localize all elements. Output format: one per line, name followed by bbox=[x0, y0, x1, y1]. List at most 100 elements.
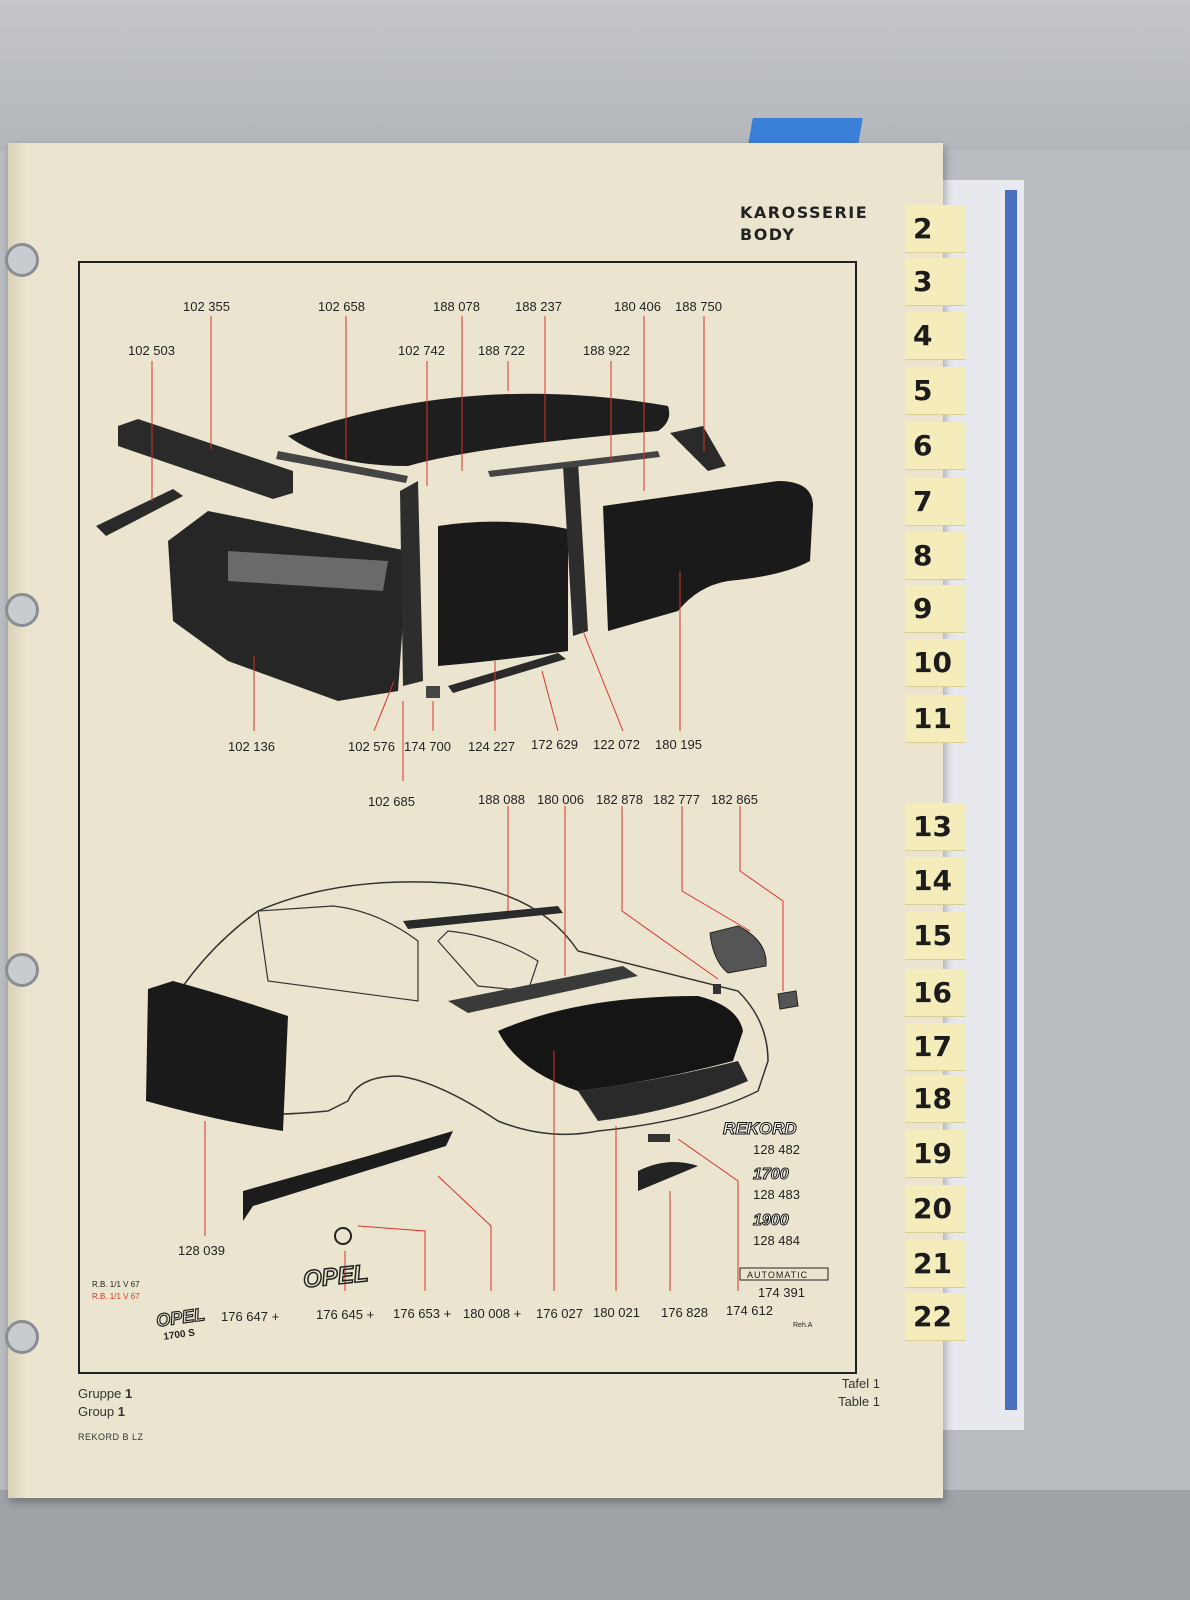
index-tab-10[interactable]: 10 bbox=[905, 639, 965, 687]
exploded-body-diagram: 102 355 102 658 188 078 188 237 180 406 … bbox=[92, 299, 829, 1343]
gruppe-number: 1 bbox=[125, 1386, 133, 1401]
part-number-label: 176 653 + bbox=[393, 1306, 451, 1321]
a-pillar bbox=[400, 481, 423, 686]
emblem-screw bbox=[648, 1134, 670, 1142]
bulkhead-vents bbox=[228, 551, 388, 591]
index-tab-11[interactable]: 11 bbox=[905, 695, 965, 743]
index-tab-13[interactable]: 13 bbox=[905, 803, 965, 851]
part-number-label: 188 750 bbox=[675, 299, 722, 314]
part-number-label: 128 483 bbox=[753, 1187, 800, 1202]
leader-lines bbox=[151, 316, 784, 1291]
automatic-emblem: AUTOMATIC bbox=[747, 1270, 808, 1280]
rocker-sill bbox=[448, 653, 566, 693]
binder-ring-hole bbox=[5, 593, 39, 627]
front-door-skin bbox=[438, 521, 568, 666]
table-footer: Tafel 1 Table 1 bbox=[810, 1375, 880, 1411]
model-code: REKORD B LZ bbox=[78, 1432, 144, 1442]
binder-ring-hole bbox=[5, 243, 39, 277]
part-number-label: 188 078 bbox=[433, 299, 480, 314]
leader-line bbox=[541, 670, 559, 732]
part-number-label: 188 922 bbox=[583, 343, 630, 358]
round-badge bbox=[334, 1227, 352, 1245]
front-door-panel bbox=[146, 981, 288, 1131]
table-label: Table 1 bbox=[838, 1394, 880, 1409]
leader-line bbox=[739, 806, 784, 991]
leader-line bbox=[621, 806, 719, 980]
index-tab-18[interactable]: 18 bbox=[905, 1075, 965, 1123]
part-number-label: 128 482 bbox=[753, 1142, 800, 1157]
index-tab-15[interactable]: 15 bbox=[905, 912, 965, 960]
part-number-label: 174 612 bbox=[726, 1303, 773, 1318]
index-tab-8[interactable]: 8 bbox=[905, 532, 965, 580]
leader-line bbox=[437, 1175, 492, 1291]
part-number-label: 102 658 bbox=[318, 299, 365, 314]
index-tab-5[interactable]: 5 bbox=[905, 367, 965, 415]
b-pillar bbox=[563, 461, 588, 636]
index-tab-19[interactable]: 19 bbox=[905, 1130, 965, 1178]
windshield-header bbox=[276, 451, 408, 483]
part-number-label: 180 008 + bbox=[463, 1306, 521, 1321]
leader-line bbox=[357, 1225, 426, 1291]
leader-line bbox=[677, 1138, 739, 1291]
revision-note: R.B. 1/1 V 67 bbox=[92, 1280, 140, 1289]
part-number-label: 124 227 bbox=[468, 739, 515, 754]
index-tab-2[interactable]: 2 bbox=[905, 205, 965, 253]
diagram-frame bbox=[78, 261, 857, 1374]
part-number-label: 176 645 + bbox=[316, 1307, 374, 1322]
part-number-label: 102 742 bbox=[398, 343, 445, 358]
part-number-label: 180 195 bbox=[655, 737, 702, 752]
emblem-1700: 1700 bbox=[753, 1166, 789, 1183]
rear-valance bbox=[578, 1061, 748, 1121]
opel-blitz-emblem bbox=[638, 1162, 698, 1191]
cowl-panel bbox=[118, 419, 293, 499]
index-tab-14[interactable]: 14 bbox=[905, 857, 965, 905]
rear-quarter-panel bbox=[603, 481, 813, 631]
catalog-page bbox=[8, 143, 943, 1498]
part-number-label: 176 828 bbox=[661, 1305, 708, 1320]
part-number-label: 122 072 bbox=[593, 737, 640, 752]
group-footer: Gruppe 1 Group 1 bbox=[78, 1385, 132, 1421]
revision-note-red: R.B. 1/1 V 67 bbox=[92, 1292, 140, 1301]
binder-spine bbox=[1005, 190, 1017, 1410]
index-tab-4[interactable]: 4 bbox=[905, 312, 965, 360]
leader-line bbox=[681, 806, 751, 932]
part-number-label: 102 136 bbox=[228, 739, 275, 754]
emblem-1900: 1900 bbox=[753, 1212, 789, 1229]
index-tab-7[interactable]: 7 bbox=[905, 478, 965, 526]
part-number-label: 180 021 bbox=[593, 1305, 640, 1320]
part-number-label: 102 576 bbox=[348, 739, 395, 754]
part-number-label: 102 355 bbox=[183, 299, 230, 314]
group-label: Group bbox=[78, 1404, 115, 1419]
part-number-label: 182 777 bbox=[653, 792, 700, 807]
front-bulkhead bbox=[168, 511, 408, 701]
part-number-label: 180 406 bbox=[614, 299, 661, 314]
part-number-label: 128 039 bbox=[178, 1243, 225, 1258]
rear-roof-rail bbox=[670, 426, 726, 471]
index-tab-9[interactable]: 9 bbox=[905, 585, 965, 633]
index-tab-6[interactable]: 6 bbox=[905, 422, 965, 470]
part-number-label: 176 647 + bbox=[221, 1309, 279, 1324]
part-number-label: 182 878 bbox=[596, 792, 643, 807]
index-tab-16[interactable]: 16 bbox=[905, 969, 965, 1017]
rear-panel-top bbox=[448, 966, 638, 1013]
section-title-de: KAROSSERIE bbox=[740, 203, 869, 222]
index-tab-3[interactable]: 3 bbox=[905, 258, 965, 306]
part-number-label: 174 391 bbox=[758, 1285, 805, 1300]
part-number-label: 102 685 bbox=[368, 794, 415, 809]
opel-badge-emblem: OPEL bbox=[155, 1304, 206, 1331]
binder-ring-hole bbox=[5, 953, 39, 987]
index-tab-20[interactable]: 20 bbox=[905, 1185, 965, 1233]
rocker-panel bbox=[243, 1131, 453, 1221]
automatic-emblem-frame bbox=[739, 1267, 829, 1281]
sedan-body-illustration bbox=[146, 881, 799, 1245]
leader-line bbox=[582, 630, 624, 732]
part-number-label: 176 027 bbox=[536, 1306, 583, 1321]
rear-window bbox=[437, 930, 539, 992]
roof-drip-rail bbox=[403, 906, 563, 929]
index-tab-17[interactable]: 17 bbox=[905, 1023, 965, 1071]
page-binding-edge bbox=[8, 143, 28, 1498]
index-tab-21[interactable]: 21 bbox=[905, 1240, 965, 1288]
index-tab-22[interactable]: 22 bbox=[905, 1293, 965, 1341]
section-header: KAROSSERIE BODY bbox=[740, 202, 868, 246]
part-number-label: 172 629 bbox=[531, 737, 578, 752]
